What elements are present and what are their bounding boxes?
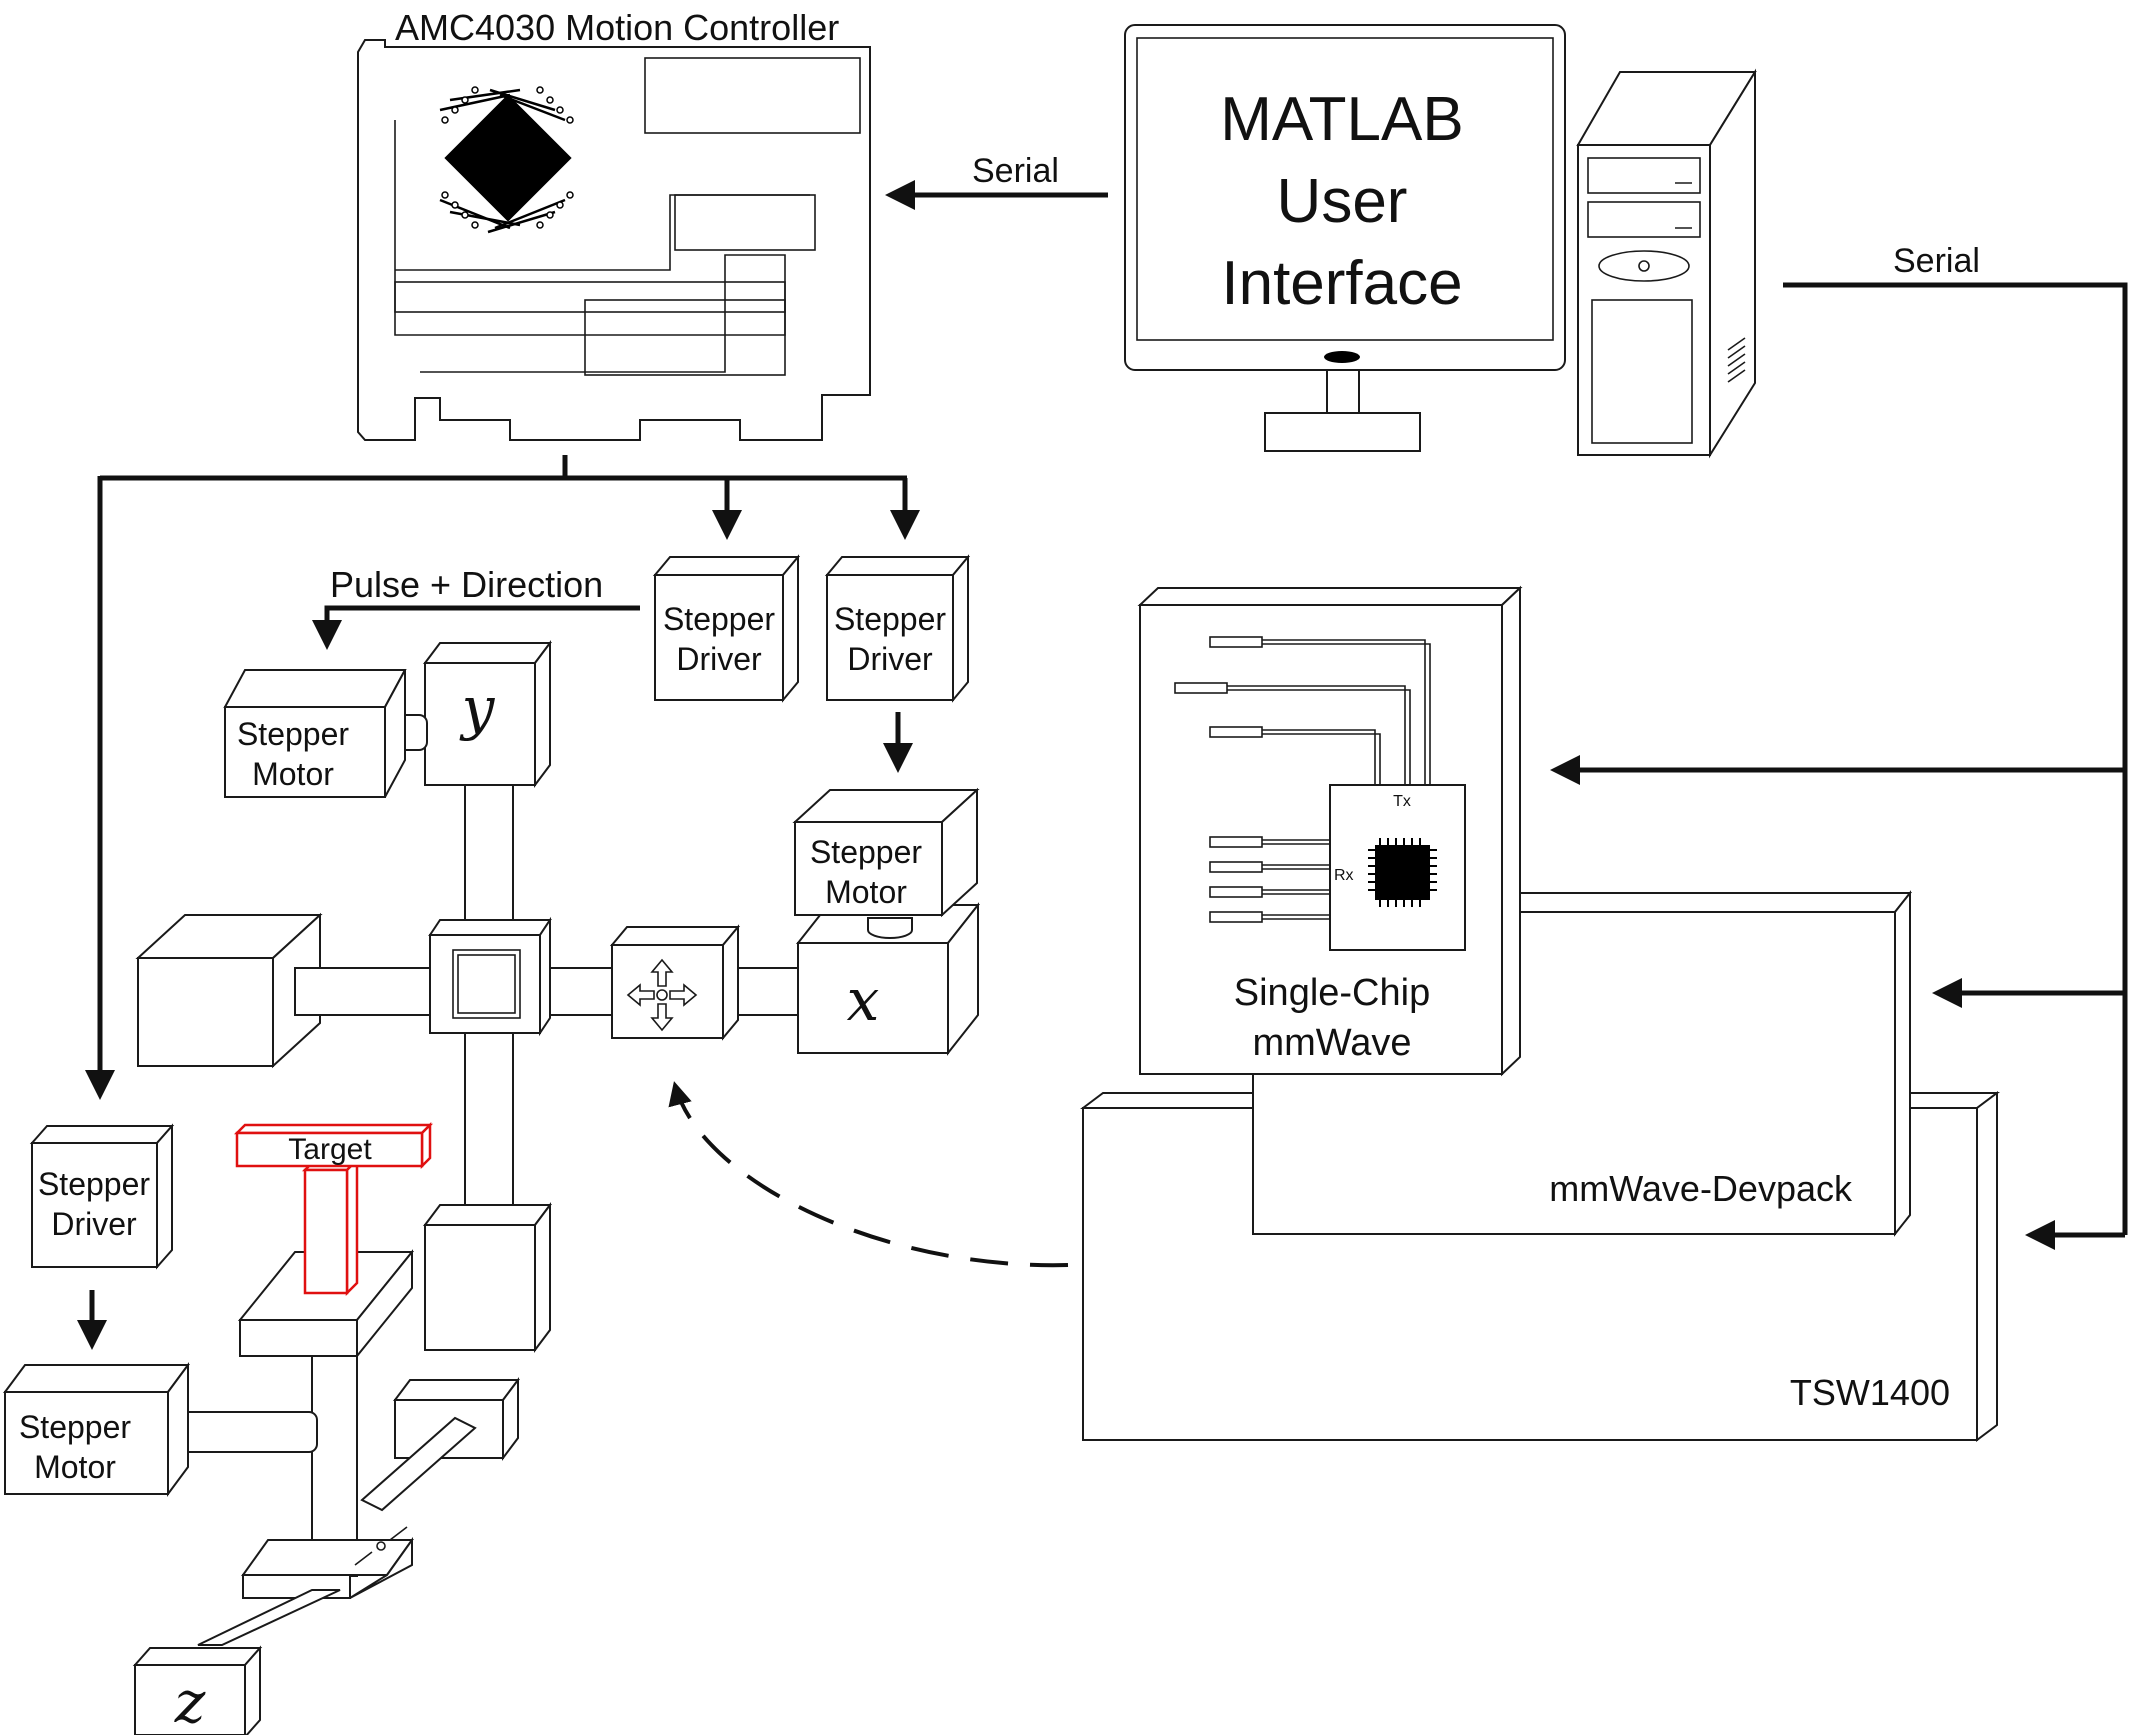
serial-label-top: Serial [972,152,1059,190]
stepper-driver-1-line2: Driver [676,641,762,677]
monitor-power-led-icon [1324,351,1360,363]
stepper-motor-2-line1: Stepper [810,834,922,870]
devpack-label: mmWave-Devpack [1549,1168,1853,1209]
stepper-driver-3-line2: Driver [51,1206,137,1242]
stepper-motor-1-line2: Motor [252,756,334,792]
target-label: Target [288,1133,372,1166]
rx-label: Rx [1334,867,1354,884]
monitor: MATLAB User Interface [1124,24,1566,452]
axis-y-label: y [459,674,496,742]
axis-z-label: z [174,1668,206,1735]
pc-power-button-icon [1638,260,1650,272]
two-way-move-icon [354,1526,408,1566]
monitor-line1: MATLAB [1220,85,1463,154]
pulse-direction-label: Pulse + Direction [330,564,603,605]
stepper-driver-3-line1: Stepper [38,1166,150,1202]
tsw1400-label: TSW1400 [1790,1372,1950,1413]
monitor-line3: Interface [1221,249,1462,318]
stepper-driver-1: Stepper Driver [652,554,801,703]
stepper-motor-3: Stepper Motor [3,1361,190,1498]
stepper-driver-2-line1: Stepper [834,601,946,637]
tx-label: Tx [1393,793,1411,810]
stepper-driver-2: Stepper Driver [824,554,971,703]
stepper-driver-2-line2: Driver [847,641,933,677]
stepper-driver-1-line1: Stepper [663,601,775,637]
target: Target [233,1121,434,1297]
controller-title: AMC4030 Motion Controller [395,7,839,48]
motion-controller-board [357,39,871,441]
target-movement-dashed-arrow [668,1081,1069,1268]
stepper-motor-1-line1: Stepper [237,716,349,752]
axis-x-label: x [847,966,880,1034]
stepper-motor-2-line2: Motor [825,874,907,910]
stepper-motor-3-line2: Motor [34,1449,116,1485]
four-way-move-icon [626,958,698,1032]
radar-chip-icon [1368,838,1437,907]
stepper-motor-3-line1: Stepper [19,1409,131,1445]
single-chip-mmwave-board: Tx Rx Single-Chip mmWave [1137,585,1523,1077]
single-chip-line1: Single-Chip [1234,972,1430,1014]
monitor-line2: User [1277,167,1408,236]
desktop-tower [1576,68,1757,459]
stepper-driver-3: Stepper Driver [29,1123,175,1270]
serial-label-right: Serial [1893,242,1980,280]
single-chip-line2: mmWave [1252,1022,1411,1064]
connection-wires [77,180,2128,1350]
stepper-motor-2: Stepper Motor [792,787,980,918]
stepper-motor-1: Stepper Motor [223,669,407,798]
